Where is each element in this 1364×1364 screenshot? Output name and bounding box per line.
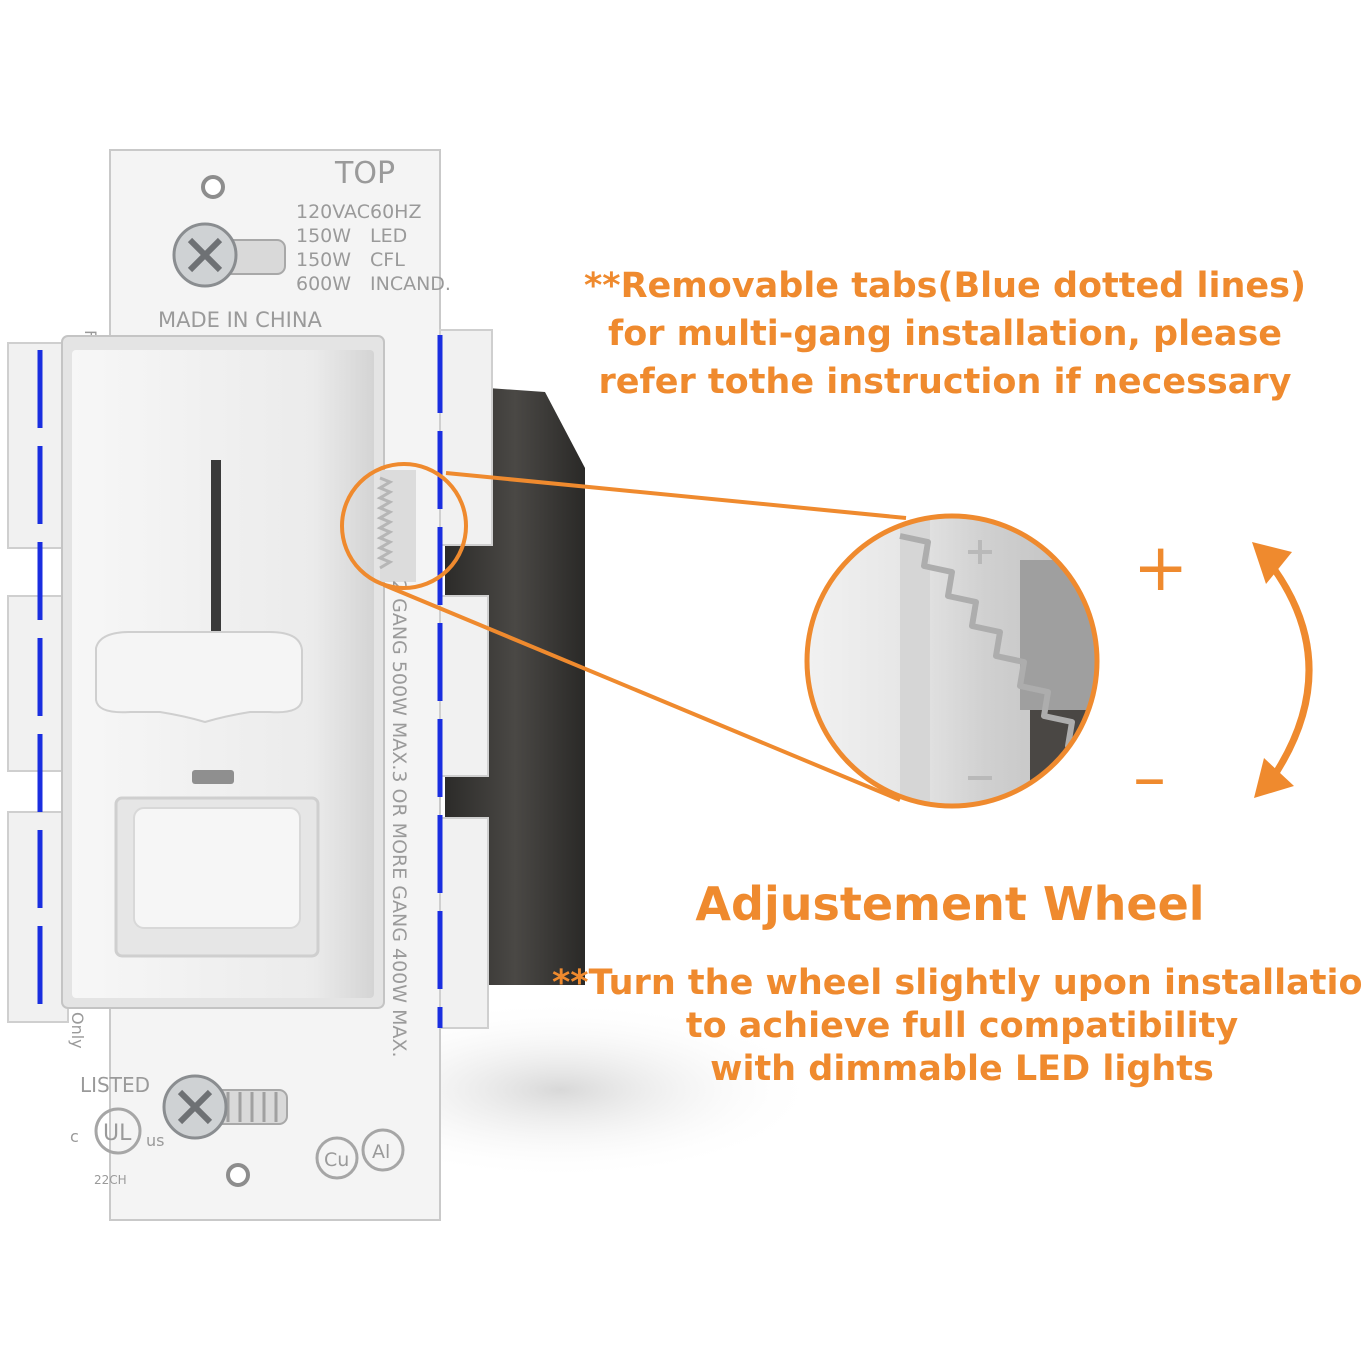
rating-type-3: INCAND.: [370, 273, 451, 295]
top-screw: [172, 222, 286, 288]
rating-value-1: 150W: [296, 225, 351, 247]
side-rating-text: 2 GANG 500W MAX.3 OR MORE GANG 400W MAX.: [388, 580, 410, 1058]
right-tab-top: [439, 329, 493, 546]
removable-tabs-caption: **Removable tabs(Blue dotted lines) for …: [560, 262, 1330, 406]
wheel-note-line-2: to achieve full compatibility: [685, 1006, 1239, 1046]
wheel-note-line-3: with dimmable LED lights: [710, 1049, 1214, 1089]
callout-line-bottom: [383, 583, 901, 802]
tabs-note-line-3: refer tothe instruction if necessary: [598, 362, 1292, 402]
cu-al-marks: Cu Al: [315, 1128, 405, 1180]
top-label: TOP: [334, 156, 395, 191]
adjustment-wheel[interactable]: [376, 470, 416, 582]
svg-text:Al: Al: [372, 1141, 390, 1163]
svg-text:us: us: [146, 1131, 164, 1150]
right-tab-bottom: [439, 817, 489, 1029]
svg-text:UL: UL: [103, 1121, 132, 1146]
svg-text:Cu: Cu: [324, 1149, 349, 1171]
wheel-zoom-border: [804, 513, 1100, 809]
adjustment-wheel-caption: **Turn the wheel slightly upon installat…: [552, 962, 1364, 1091]
rating-type-1: LED: [370, 225, 407, 247]
rating-value-2: 150W: [296, 249, 351, 271]
wheel-title-text: Adjustement Wheel: [695, 877, 1205, 931]
callout-line-top: [445, 471, 907, 520]
slider-knob[interactable]: [95, 631, 303, 724]
listed-label: LISTED: [80, 1073, 150, 1097]
tabs-note-line-2: for multi-gang installation, please: [607, 314, 1283, 354]
rotation-arrow-icon: [1252, 542, 1313, 798]
rating-value-0: 120VAC: [296, 201, 370, 223]
ul-mark: UL c us 22CH: [70, 1107, 164, 1187]
svg-text:c: c: [70, 1127, 79, 1146]
tabs-note-line-1: **Removable tabs(Blue dotted lines): [584, 266, 1306, 306]
slider-track: [211, 460, 221, 660]
rating-type-0: 60HZ: [370, 201, 421, 223]
svg-text:22CH: 22CH: [94, 1173, 127, 1187]
wheel-zoom-view: [807, 516, 1097, 806]
bottom-mount-hole: [226, 1163, 250, 1187]
rating-value-3: 600W: [296, 273, 351, 295]
adjustment-wheel-title: Adjustement Wheel: [640, 876, 1260, 932]
right-tab-middle: [439, 595, 489, 777]
rating-type-2: CFL: [370, 249, 405, 271]
wheel-note-line-1: **Turn the wheel slightly upon installat…: [552, 963, 1364, 1003]
left-bottom-text: Only: [68, 1012, 87, 1049]
plus-symbol: +: [1133, 529, 1188, 606]
rating-table: 120VAC 60HZ 150W LED 150W CFL 600W INCAN…: [296, 201, 451, 295]
rocker-switch[interactable]: [133, 807, 301, 929]
wheel-callout-circle: [340, 462, 468, 590]
indicator-led: [192, 770, 234, 784]
bottom-screw: [162, 1074, 288, 1140]
made-in-label: MADE IN CHINA: [158, 308, 323, 332]
top-mount-hole: [201, 175, 225, 199]
minus-symbol: –: [1133, 739, 1166, 816]
